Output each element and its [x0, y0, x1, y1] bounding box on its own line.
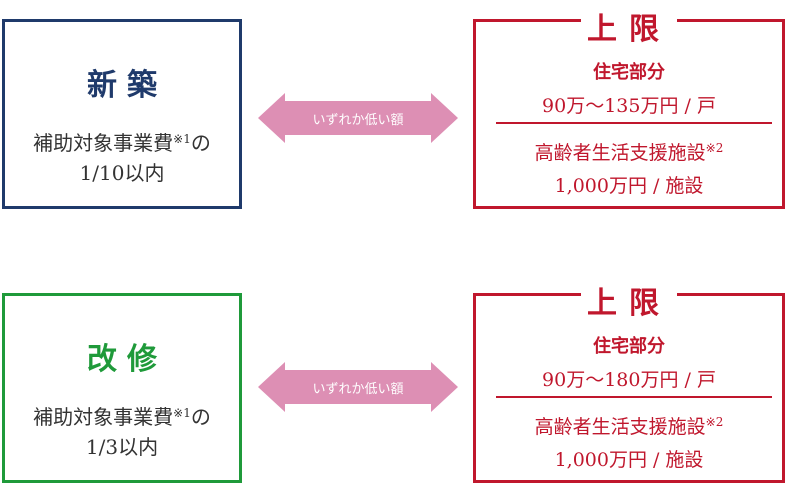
facility-label: 高齢者生活支援施設※2 — [476, 138, 782, 165]
limit-heading: 上限 — [476, 4, 782, 48]
new-build-desc-line2: 1/10以内 — [79, 161, 165, 185]
desc-text: 補助対象事業費 — [33, 405, 174, 429]
limit-box-new: 上限 住宅部分 90万～135万円 / 戸 高齢者生活支援施設※2 1,000万… — [473, 12, 785, 209]
housing-value: 90万～180万円 / 戸 — [542, 369, 716, 391]
new-build-desc-line1: 補助対象事業費※1の — [5, 124, 239, 158]
renovation-desc: 補助対象事業費※1の 1/3以内 — [5, 398, 239, 462]
footnote-mark: ※2 — [705, 141, 724, 155]
renovation-desc-line2: 1/3以内 — [85, 435, 159, 459]
footnote-mark: ※1 — [173, 132, 191, 146]
facility-text: 高齢者生活支援施設 — [534, 142, 706, 164]
housing-value: 90万～135万円 / 戸 — [542, 95, 716, 117]
renovation-box: 改修 補助対象事業費※1の 1/3以内 — [2, 293, 242, 483]
divider — [496, 396, 772, 398]
desc-suffix: の — [190, 405, 211, 429]
facility-value: 1,000万円 / 施設 — [554, 449, 704, 471]
footnote-mark: ※1 — [173, 406, 191, 420]
housing-label: 住宅部分 — [593, 336, 665, 357]
renovation-title: 改修 — [87, 342, 167, 377]
facility-text: 高齢者生活支援施設 — [534, 416, 706, 438]
new-build-box: 新築 補助対象事業費※1の 1/10以内 — [2, 19, 242, 209]
new-build-title: 新築 — [87, 68, 167, 103]
divider — [496, 122, 772, 124]
double-arrow-icon — [258, 362, 458, 412]
double-arrow-icon — [258, 93, 458, 143]
facility-value: 1,000万円 / 施設 — [554, 175, 704, 197]
renovation-desc-line1: 補助対象事業費※1の — [5, 398, 239, 432]
housing-label: 住宅部分 — [593, 62, 665, 83]
arrow-label: いずれか低い額 — [312, 382, 404, 397]
desc-text: 補助対象事業費 — [33, 131, 174, 155]
desc-suffix: の — [190, 131, 211, 155]
footnote-mark: ※2 — [705, 415, 724, 429]
facility-label: 高齢者生活支援施設※2 — [476, 412, 782, 439]
limit-heading: 上限 — [476, 278, 782, 322]
limit-box-renovation: 上限 住宅部分 90万～180万円 / 戸 高齢者生活支援施設※2 1,000万… — [473, 286, 785, 483]
new-build-desc: 補助対象事業費※1の 1/10以内 — [5, 124, 239, 188]
arrow-label: いずれか低い額 — [312, 113, 404, 128]
